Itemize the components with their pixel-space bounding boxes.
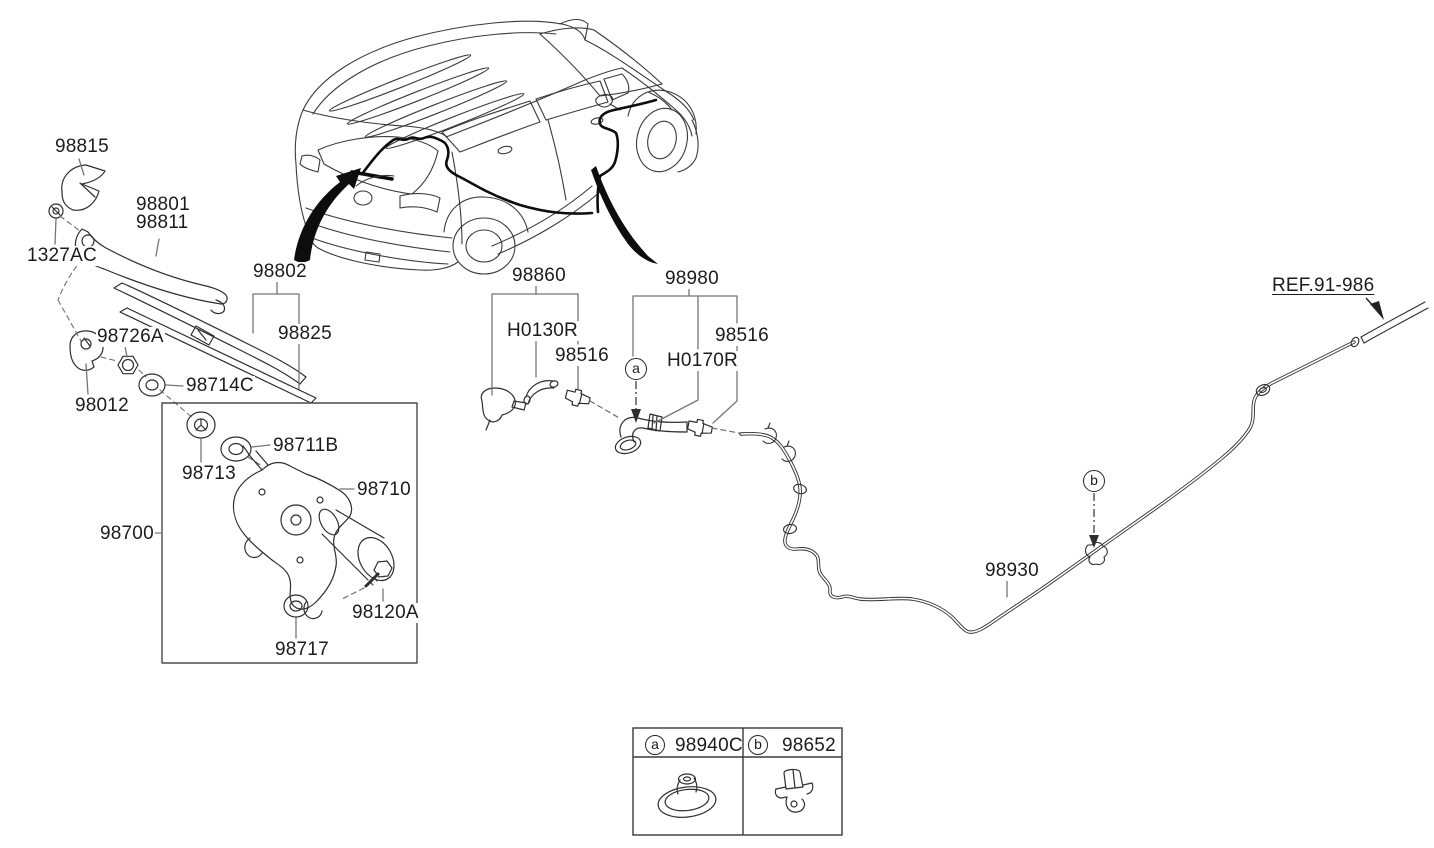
roof-rails — [328, 54, 525, 149]
part-label-98516-right[interactable]: 98516 — [714, 325, 770, 346]
part-label-98860[interactable]: 98860 — [511, 265, 567, 286]
part-label-98717[interactable]: 98717 — [274, 639, 330, 660]
hose-connector-right — [687, 418, 713, 437]
hose-connector-left — [564, 388, 591, 407]
wiper-blade-rubber-part — [119, 307, 317, 404]
vehicle-illustration — [294, 18, 699, 275]
rear-window — [317, 136, 439, 195]
wiper-motor-assembly — [161, 402, 418, 664]
hose-clip-b — [1085, 541, 1108, 566]
part-label-1327AC[interactable]: 1327AC — [26, 245, 98, 266]
part-label-H0170R[interactable]: H0170R — [666, 350, 739, 371]
legend-table-grid — [632, 727, 843, 836]
wiper-arm-part — [74, 228, 228, 305]
wiper-motor-part — [232, 461, 353, 610]
part-label-98012[interactable]: 98012 — [74, 395, 130, 416]
callout-a-circle: a — [625, 358, 647, 380]
ref-hose — [1360, 301, 1429, 344]
part-label-98711B[interactable]: 98711B — [272, 435, 340, 456]
part-label-98726A[interactable]: 98726A — [96, 326, 165, 347]
part-label-98120A[interactable]: 98120A — [351, 602, 420, 623]
washer-hose-98930 — [739, 301, 1429, 634]
washer-nozzle-part — [480, 387, 516, 423]
part-label-H0130R[interactable]: H0130R — [506, 320, 579, 341]
wiper-arm-assembly — [48, 164, 317, 420]
callout-arrows — [631, 297, 1384, 548]
part-label-98980[interactable]: 98980 — [664, 268, 720, 289]
rear-wheel — [452, 217, 516, 275]
brand-badge — [353, 190, 373, 206]
part-label-98713[interactable]: 98713 — [181, 463, 237, 484]
ref-91-986-link[interactable]: REF.91-986 — [1271, 275, 1376, 296]
part-label-98710[interactable]: 98710 — [356, 479, 412, 500]
part-label-98801[interactable]: 98801 — [135, 194, 191, 215]
part-label-98930[interactable]: 98930 — [984, 560, 1040, 581]
legend-part-98940C[interactable]: 98940C — [675, 735, 743, 756]
part-label-98516-left[interactable]: 98516 — [554, 345, 610, 366]
part-label-98815[interactable]: 98815 — [54, 136, 110, 157]
legend-callout-b: b — [748, 735, 768, 755]
legend-callout-a: a — [645, 735, 665, 755]
washer-nozzle-parts — [480, 380, 740, 455]
part-label-98825[interactable]: 98825 — [277, 323, 333, 344]
callout-b-circle: b — [1083, 470, 1105, 492]
part-label-98714C[interactable]: 98714C — [185, 375, 255, 396]
legend-part-98652[interactable]: 98652 — [782, 735, 836, 756]
part-label-98802[interactable]: 98802 — [252, 261, 308, 282]
hose-routing-line — [350, 98, 658, 215]
wiper-cover-part — [61, 164, 106, 211]
wiper-blade-part — [113, 282, 307, 385]
clip-icon — [774, 768, 814, 813]
zoom-sweep-arrows — [294, 166, 658, 264]
front-wheel — [635, 107, 689, 173]
grommet-icon — [657, 773, 717, 818]
part-label-98811[interactable]: 98811 — [135, 212, 190, 233]
part-label-98700[interactable]: 98700 — [99, 523, 155, 544]
